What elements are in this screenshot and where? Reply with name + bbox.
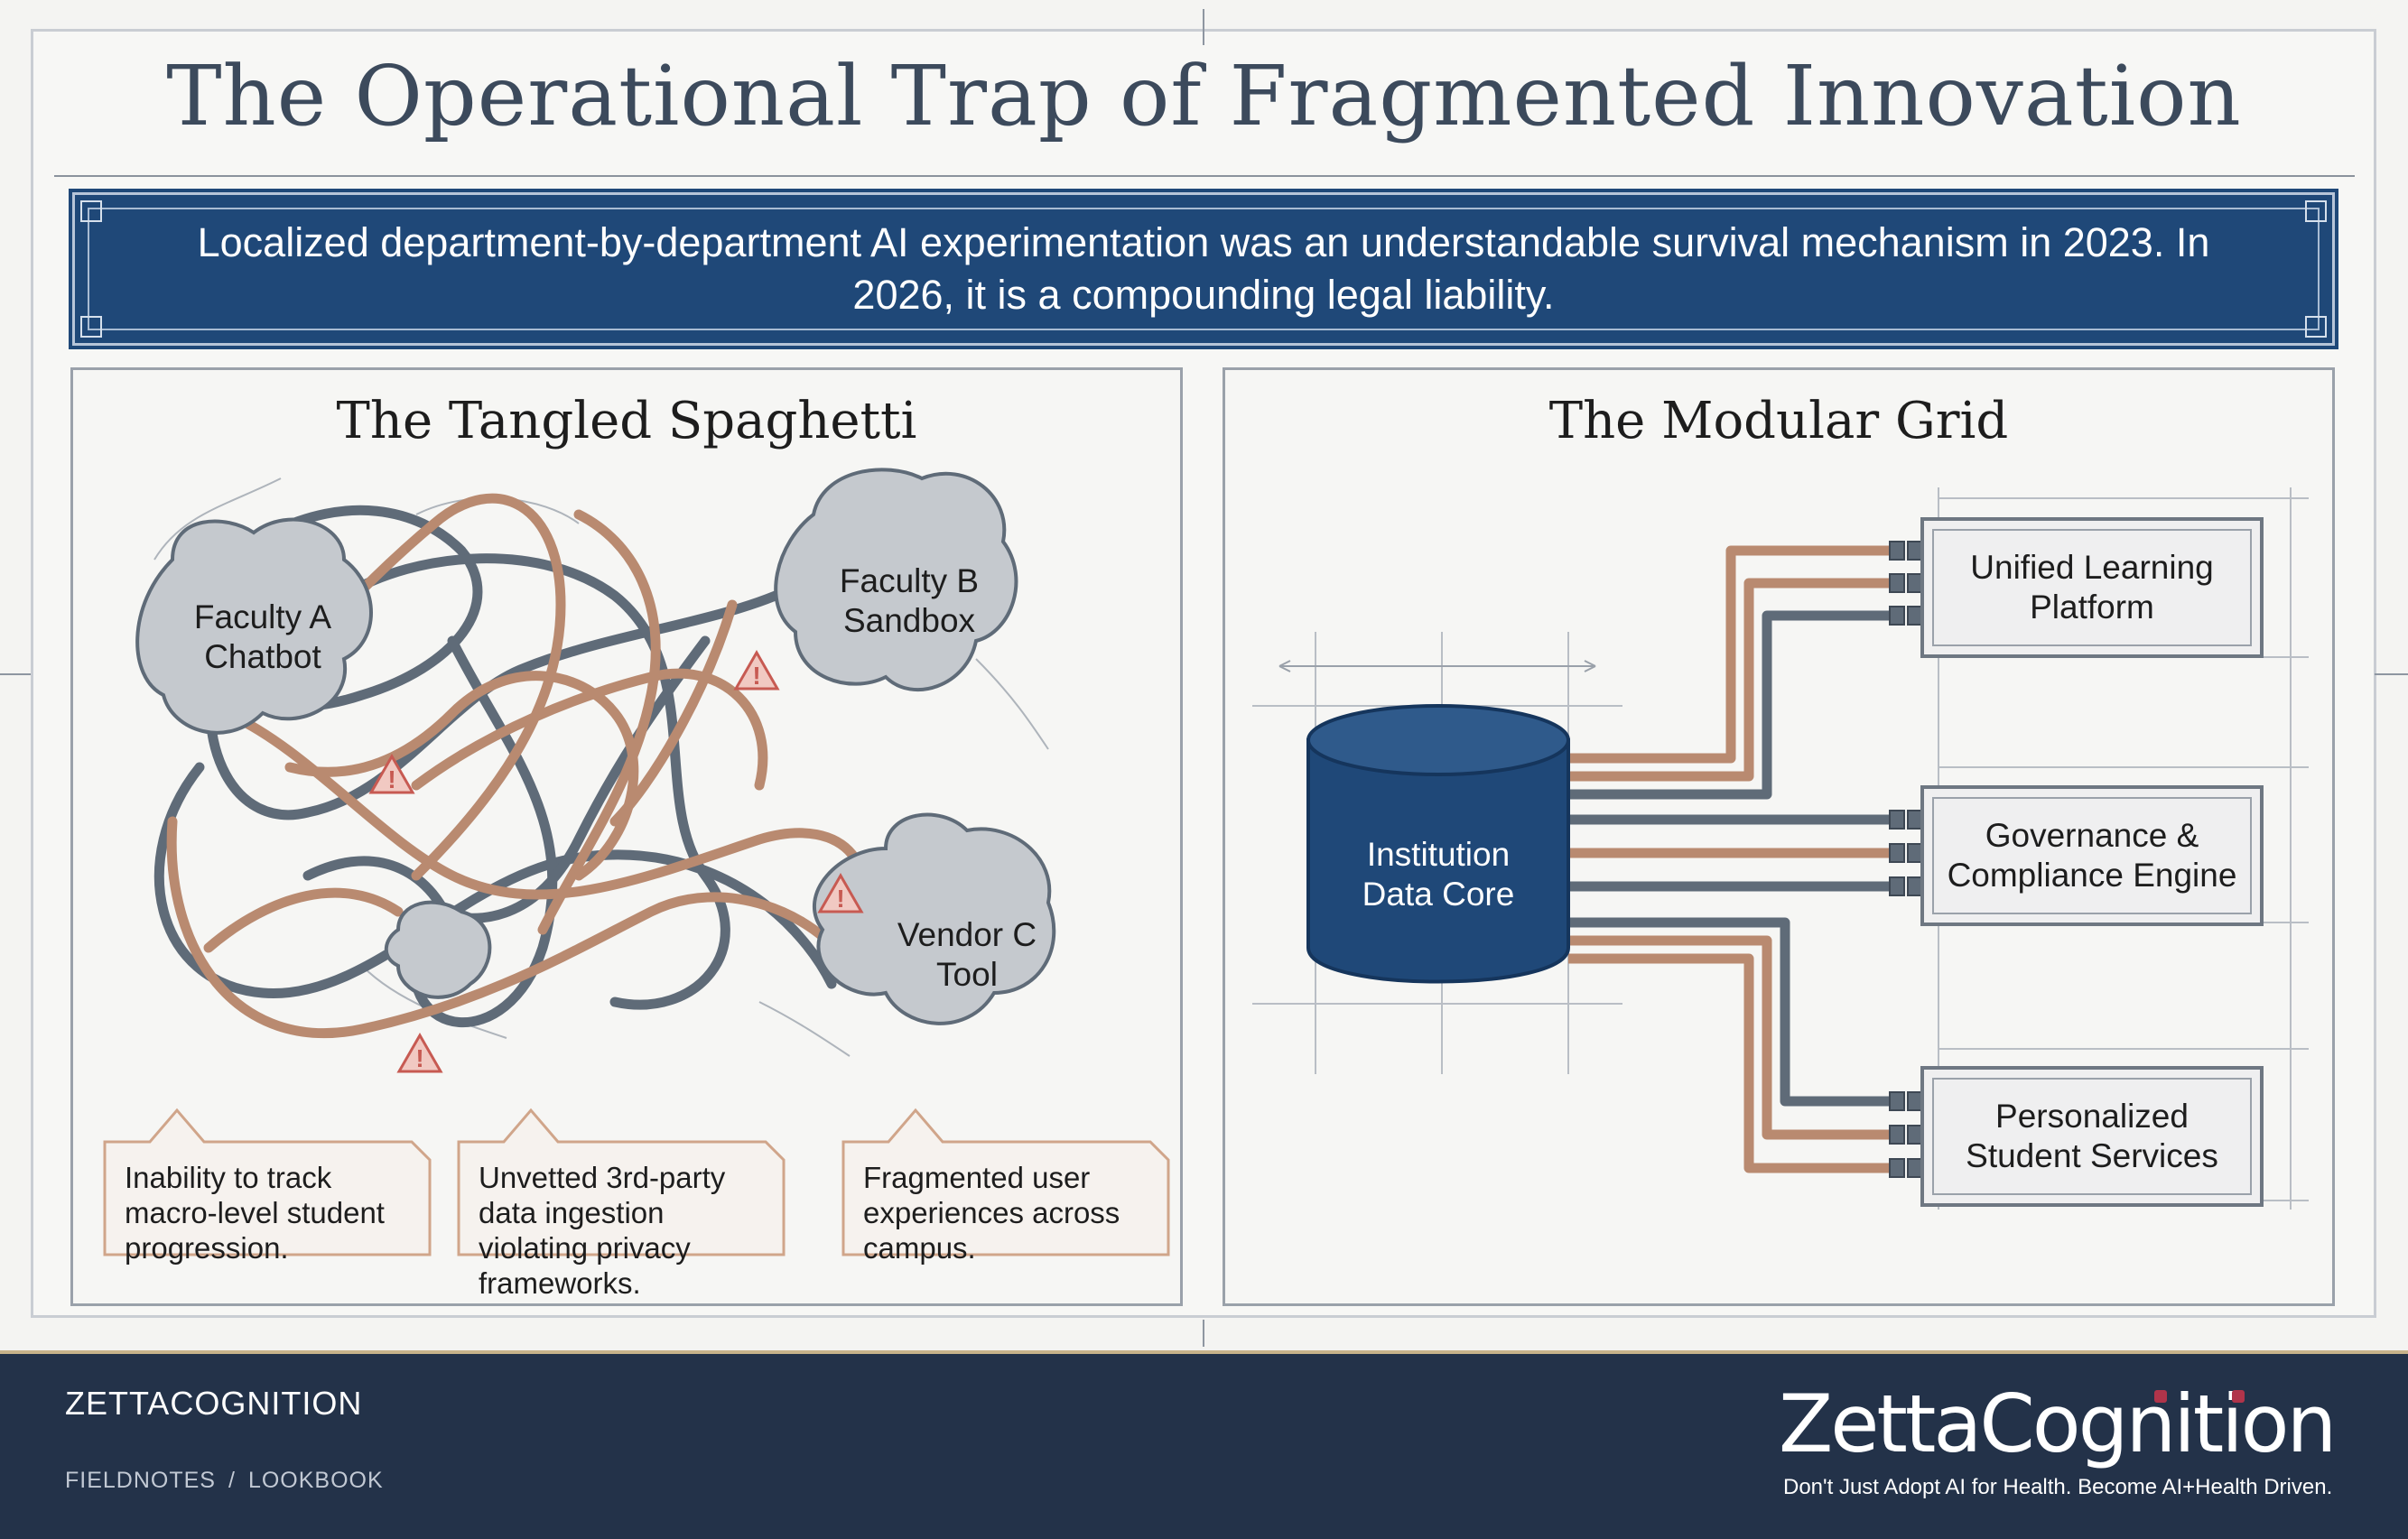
callout-text: Fragmented user experiences across campu…	[863, 1161, 1120, 1265]
small-blob	[384, 900, 492, 999]
banner-corner	[2305, 200, 2327, 222]
breadcrumb-item-fieldnotes[interactable]: FIELDNOTES	[65, 1468, 216, 1493]
modular-grid-diagram	[1252, 487, 2309, 1210]
callout-box: Unvetted 3rd-party data ingestion violat…	[459, 1142, 775, 1300]
breadcrumb-item-lookbook[interactable]: LOOKBOOK	[247, 1468, 384, 1493]
grid-wires	[1568, 545, 1893, 1173]
svg-text:!: !	[836, 885, 844, 913]
callout-text: Inability to track macro-level student p…	[125, 1161, 385, 1265]
banner-corner	[80, 316, 102, 338]
summary-banner: Localized department-by-department AI ex…	[69, 189, 2338, 349]
guide-line-top	[1203, 9, 1204, 45]
faculty-b-blob	[774, 468, 1018, 692]
right-panel-title: The Modular Grid	[1548, 392, 2009, 450]
footer-brand: ZETTACOGNITION	[65, 1385, 363, 1422]
faculty-a-blob	[135, 517, 373, 735]
vendor-c-blob	[812, 812, 1056, 1025]
footer-tagline: Don't Just Adopt AI for Health. Become A…	[1783, 1475, 2333, 1499]
callout-shapes	[103, 1108, 1170, 1256]
tangled-spaghetti-panel: The Tangled Spaghetti	[70, 367, 1183, 1306]
vendor-c-label: Vendor C Tool	[897, 916, 1037, 993]
banner-text: Localized department-by-department AI ex…	[197, 219, 2210, 318]
data-core-label: Institution Data Core	[1362, 836, 1515, 913]
module-label-learning: Unified Learning Platform	[1970, 549, 2214, 626]
callout-box: Fragmented user experiences across campu…	[843, 1142, 1159, 1265]
guide-line-bottom	[1203, 1320, 1204, 1347]
warning-triangle-icon	[368, 649, 864, 1073]
banner-corner	[80, 200, 102, 222]
svg-text:!: !	[752, 662, 760, 690]
faculty-a-label: Faculty A Chatbot	[193, 598, 332, 675]
svg-text:!: !	[415, 1044, 423, 1072]
database-icon	[1306, 704, 1570, 984]
logo-wordmark: ZettaCognition	[1779, 1377, 2337, 1470]
slide-title: The Operational Trap of Fragmented Innov…	[166, 48, 2242, 144]
blob-nodes	[135, 468, 1056, 1025]
guide-line-left	[0, 673, 31, 675]
modular-grid-panel: The Modular Grid	[1223, 367, 2335, 1306]
footer-bar	[0, 1354, 2408, 1539]
module-boxes	[1920, 517, 2264, 1207]
logo-dot	[2232, 1390, 2245, 1403]
zettacognition-logo: ZettaCognition	[1779, 1377, 2348, 1507]
module-label-student-services: Personalized Student Services	[1966, 1098, 2218, 1174]
left-panel-title: The Tangled Spaghetti	[336, 392, 917, 450]
callout-box: Inability to track macro-level student p…	[105, 1142, 421, 1265]
spaghetti-diagram: ! ! ! !	[103, 468, 1170, 1256]
banner-corner	[2305, 316, 2327, 338]
title-divider	[54, 175, 2355, 177]
module-label-governance: Governance & Compliance Engine	[1947, 817, 2237, 894]
guide-line-right	[2375, 673, 2408, 675]
footer-accent-stripe	[0, 1350, 2408, 1356]
connector-plugs	[1889, 541, 1923, 1178]
callout-text: Unvetted 3rd-party data ingestion violat…	[479, 1161, 726, 1300]
breadcrumb: FIELDNOTES / LOOKBOOK	[65, 1468, 396, 1494]
breadcrumb-separator: /	[228, 1468, 236, 1493]
faculty-b-label: Faculty B Sandbox	[839, 562, 980, 639]
svg-text:!: !	[387, 765, 395, 793]
logo-dot	[2154, 1390, 2167, 1403]
